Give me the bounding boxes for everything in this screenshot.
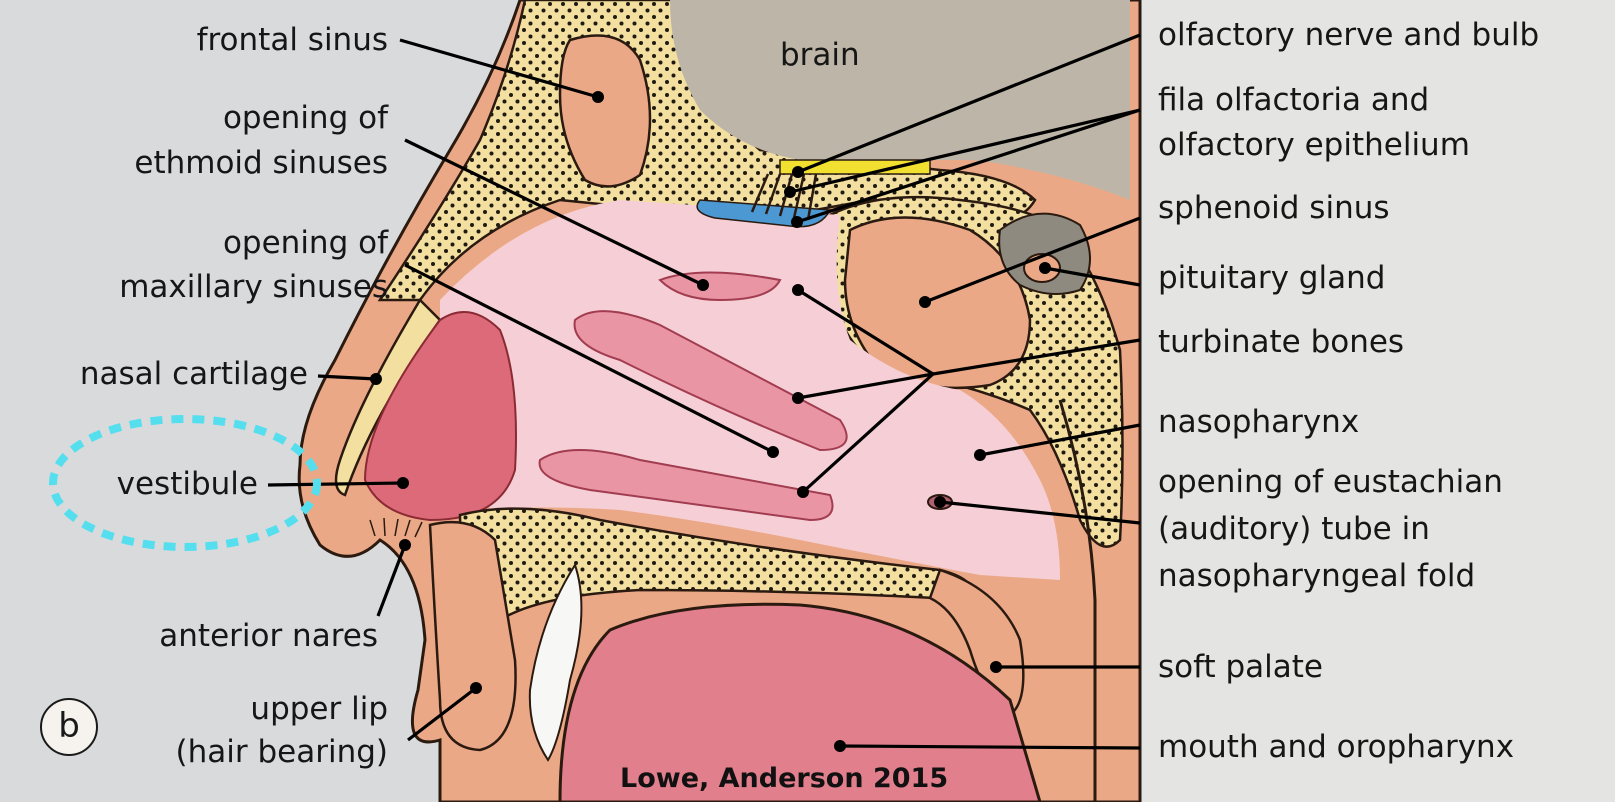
credit-text: Lowe, Anderson 2015 — [620, 763, 948, 794]
label-vestibule: vestibule — [117, 465, 258, 503]
label-nasopharynx: nasopharynx — [1158, 403, 1359, 441]
label-ethmoid-line2: ethmoid sinuses — [134, 144, 388, 182]
label-soft-palate: soft palate — [1158, 648, 1323, 686]
label-mouth-oropharynx: mouth and oropharynx — [1158, 728, 1514, 766]
label-turbinate-bones: turbinate bones — [1158, 323, 1404, 361]
label-pituitary-gland: pituitary gland — [1158, 259, 1385, 297]
label-eustachian-line3: nasopharyngeal fold — [1158, 557, 1475, 595]
label-upper-lip-line2: (hair bearing) — [176, 733, 388, 771]
label-sphenoid-sinus: sphenoid sinus — [1158, 189, 1390, 227]
label-eustachian-line2: (auditory) tube in — [1158, 510, 1430, 548]
label-brain: brain — [780, 36, 860, 74]
label-olfactory-nerve: olfactory nerve and bulb — [1158, 16, 1539, 54]
label-upper-lip-line1: upper lip — [250, 690, 388, 728]
figure-badge: b — [40, 698, 98, 756]
label-ethmoid-line1: opening of — [223, 99, 388, 137]
label-eustachian-line1: opening of eustachian — [1158, 463, 1503, 501]
label-fila-line1: fila olfactoria and — [1158, 81, 1429, 119]
label-maxillary-line2: maxillary sinuses — [119, 268, 388, 306]
label-frontal-sinus: frontal sinus — [197, 21, 388, 59]
label-nasal-cartilage: nasal cartilage — [80, 355, 308, 393]
label-anterior-nares: anterior nares — [159, 617, 378, 655]
label-fila-line2: olfactory epithelium — [1158, 126, 1470, 164]
label-maxillary-line1: opening of — [223, 224, 388, 262]
